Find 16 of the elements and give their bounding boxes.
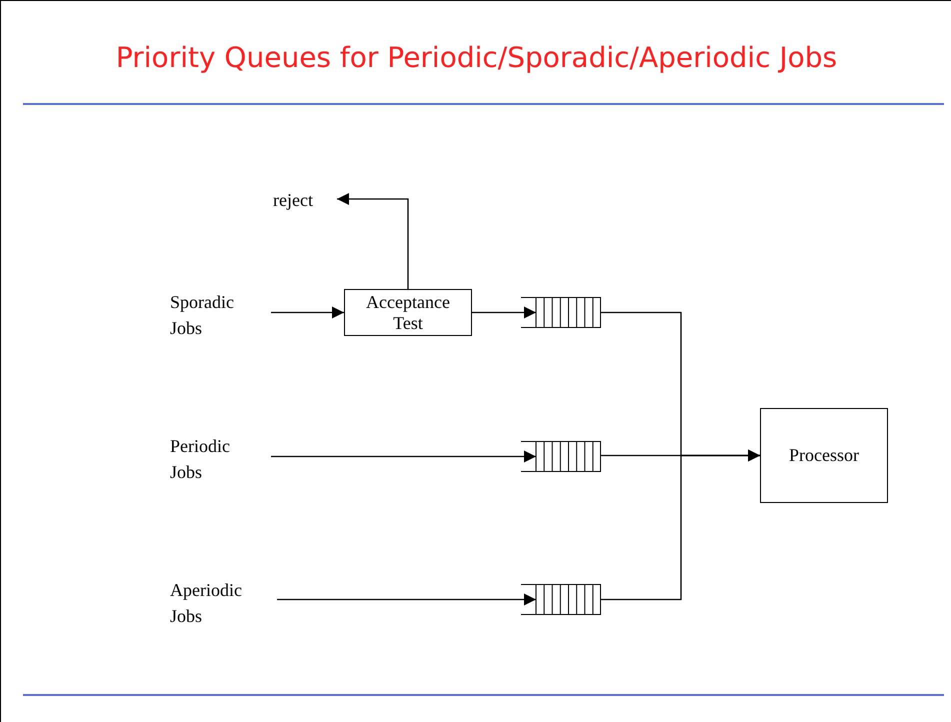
arrow [277, 594, 536, 606]
arrow [271, 306, 344, 318]
queue-symbol [521, 584, 601, 615]
node-label: Aperiodic Jobs [170, 577, 260, 625]
arrow [337, 193, 409, 289]
node-label: Periodic Jobs [170, 433, 254, 481]
arrow [271, 450, 536, 462]
queue-symbol [521, 441, 601, 472]
title: Priority Queues for Periodic/Sporadic/Aperiodic Jobs [114, 40, 838, 76]
arrow [472, 306, 536, 318]
queue-symbol [521, 297, 601, 328]
node-label: Sporadic Jobs [170, 289, 254, 337]
node-label: reject [273, 187, 325, 211]
process-box: Processor [760, 408, 888, 503]
arrow [601, 450, 760, 600]
process-box: Acceptance Test [344, 289, 472, 336]
